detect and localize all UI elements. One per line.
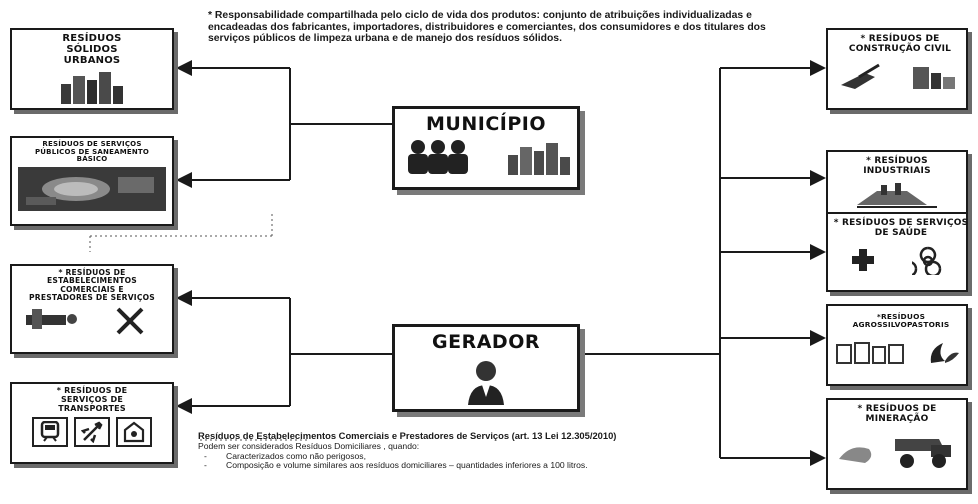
note-title: Resíduos de Estabelecimentos Comerciais …	[198, 430, 617, 441]
box-mineracao: * RESÍDUOS DE MINERAÇÃO	[826, 398, 968, 490]
box-label: * RESÍDUOS DE CONSTRUÇÃO CIVIL	[848, 34, 952, 54]
box-estabelecimentos-comerciais: * RESÍDUOS DE ESTABELECIMENTOS COMERCIAI…	[10, 264, 174, 354]
note-item: Caracterizados como não perigosos,	[204, 451, 818, 462]
industry-icon	[857, 182, 937, 208]
person-icon	[468, 361, 504, 405]
box-label: * RESÍDUOS DE SERVIÇOS DE TRANSPORTES	[56, 386, 128, 413]
note-line: Podem ser considerados Resíduos Domicili…	[198, 440, 420, 451]
box-label: * RESÍDUOS DE ESTABELECIMENTOS COMERCIAI…	[29, 268, 155, 303]
medical-cross-icon	[852, 248, 874, 271]
tools-icon	[26, 307, 144, 335]
commercial-waste-note: Resíduos de Estabelecimentos Comerciais …	[198, 430, 818, 471]
gerador-title: GERADOR	[432, 331, 540, 353]
municipio-title: MUNICÍPIO	[426, 113, 546, 135]
box-residuos-solidos-urbanos: RESÍDUOS SÓLIDOS URBANOS	[10, 28, 174, 110]
box-construcao-civil: * RESÍDUOS DE CONSTRUÇÃO CIVIL	[826, 28, 968, 110]
people-and-city-icon	[408, 140, 570, 175]
biohazard-icon	[912, 246, 942, 275]
shared-responsibility-note: * Responsabilidade compartilhada pelo ci…	[208, 10, 766, 45]
transport-icons	[16, 417, 168, 448]
box-label: * RESÍDUOS DE SERVIÇOS DE SAÚDE	[833, 218, 969, 238]
box-label: * RESÍDUOS INDUSTRIAIS	[863, 156, 931, 176]
city-buildings-icon	[61, 72, 123, 104]
note-item: Composição e volume similares aos resídu…	[204, 461, 818, 471]
box-label: RESÍDUOS DE SERVIÇOS PÚBLICOS DE SANEAME…	[34, 140, 150, 164]
gerador-box: GERADOR	[392, 324, 580, 412]
box-agrossilvopastoris: *RESÍDUOS AGROSSILVOPASTORIS	[826, 304, 968, 386]
construction-icon	[841, 63, 955, 89]
airplane-icon	[74, 417, 110, 448]
box-label: * RESÍDUOS DE MINERAÇÃO	[857, 404, 937, 424]
mining-truck-icon	[839, 438, 951, 468]
train-icon	[32, 417, 68, 448]
sewage-plant-photo	[18, 167, 166, 212]
box-industriais: * RESÍDUOS INDUSTRIAIS	[826, 150, 968, 224]
box-label: RESÍDUOS SÓLIDOS URBANOS	[62, 33, 122, 66]
box-saneamento-basico: RESÍDUOS DE SERVIÇOS PÚBLICOS DE SANEAME…	[10, 136, 174, 226]
customs-icon	[116, 417, 152, 448]
municipio-box: MUNICÍPIO	[392, 106, 580, 190]
agro-icon	[836, 342, 959, 365]
box-servicos-saude: * RESÍDUOS DE SERVIÇOS DE SAÚDE	[826, 212, 968, 292]
box-label: *RESÍDUOS AGROSSILVOPASTORIS	[852, 312, 950, 330]
box-servicos-transportes: * RESÍDUOS DE SERVIÇOS DE TRANSPORTES	[10, 382, 174, 464]
